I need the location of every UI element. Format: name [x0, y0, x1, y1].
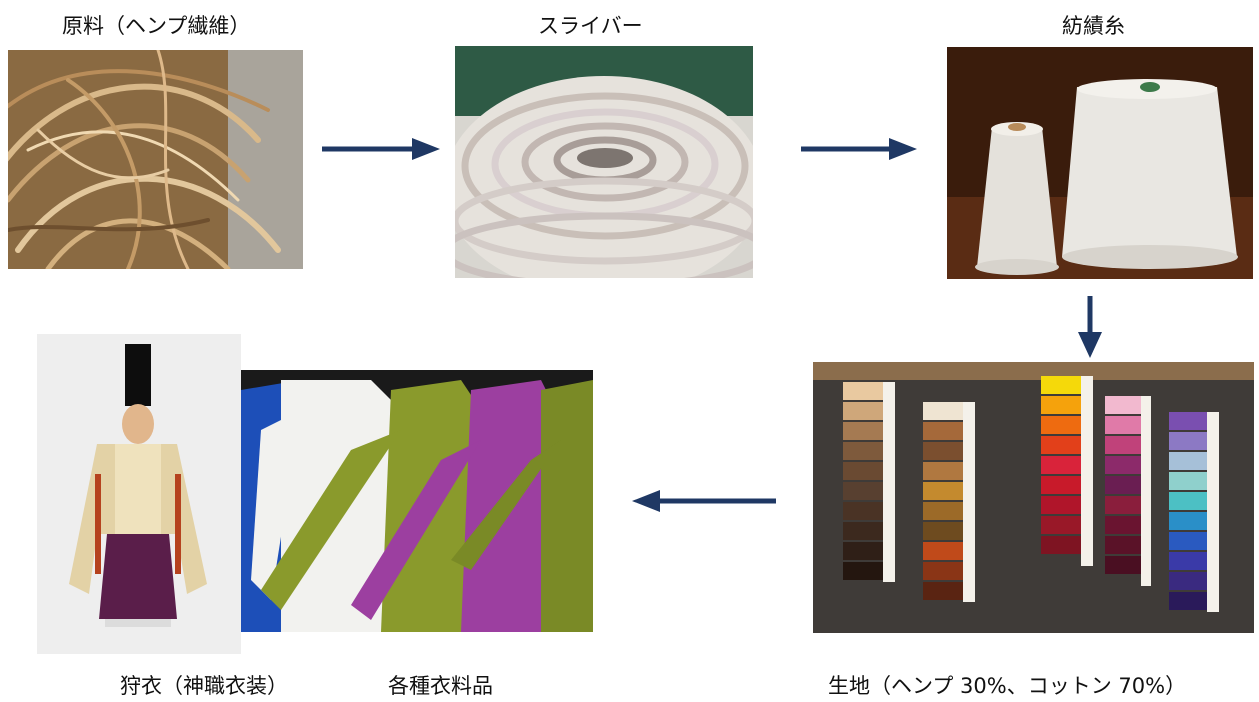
arrow-right-2	[801, 138, 917, 160]
raw-hemp-fiber-photo	[8, 50, 303, 269]
label-sliver: スライバー	[538, 14, 643, 38]
arrow-down	[1078, 296, 1102, 358]
arrow-left	[632, 490, 776, 512]
label-fabric: 生地（ヘンプ 30%、コットン 70%）	[828, 674, 1187, 698]
long-sleeve-shirts-photo	[241, 370, 593, 632]
yarn-cones-photo	[947, 47, 1253, 279]
label-spun-yarn: 紡績糸	[1062, 14, 1125, 38]
fabric-swatches-photo	[813, 362, 1254, 633]
label-kariginu: 狩衣（神職衣装）	[120, 674, 288, 698]
kariginu-costume-photo	[37, 334, 241, 654]
arrow-right-1	[322, 138, 440, 160]
label-clothing: 各種衣料品	[388, 674, 493, 698]
sliver-coil-photo	[455, 46, 753, 278]
label-raw-material: 原料（ヘンプ繊維）	[62, 14, 251, 38]
